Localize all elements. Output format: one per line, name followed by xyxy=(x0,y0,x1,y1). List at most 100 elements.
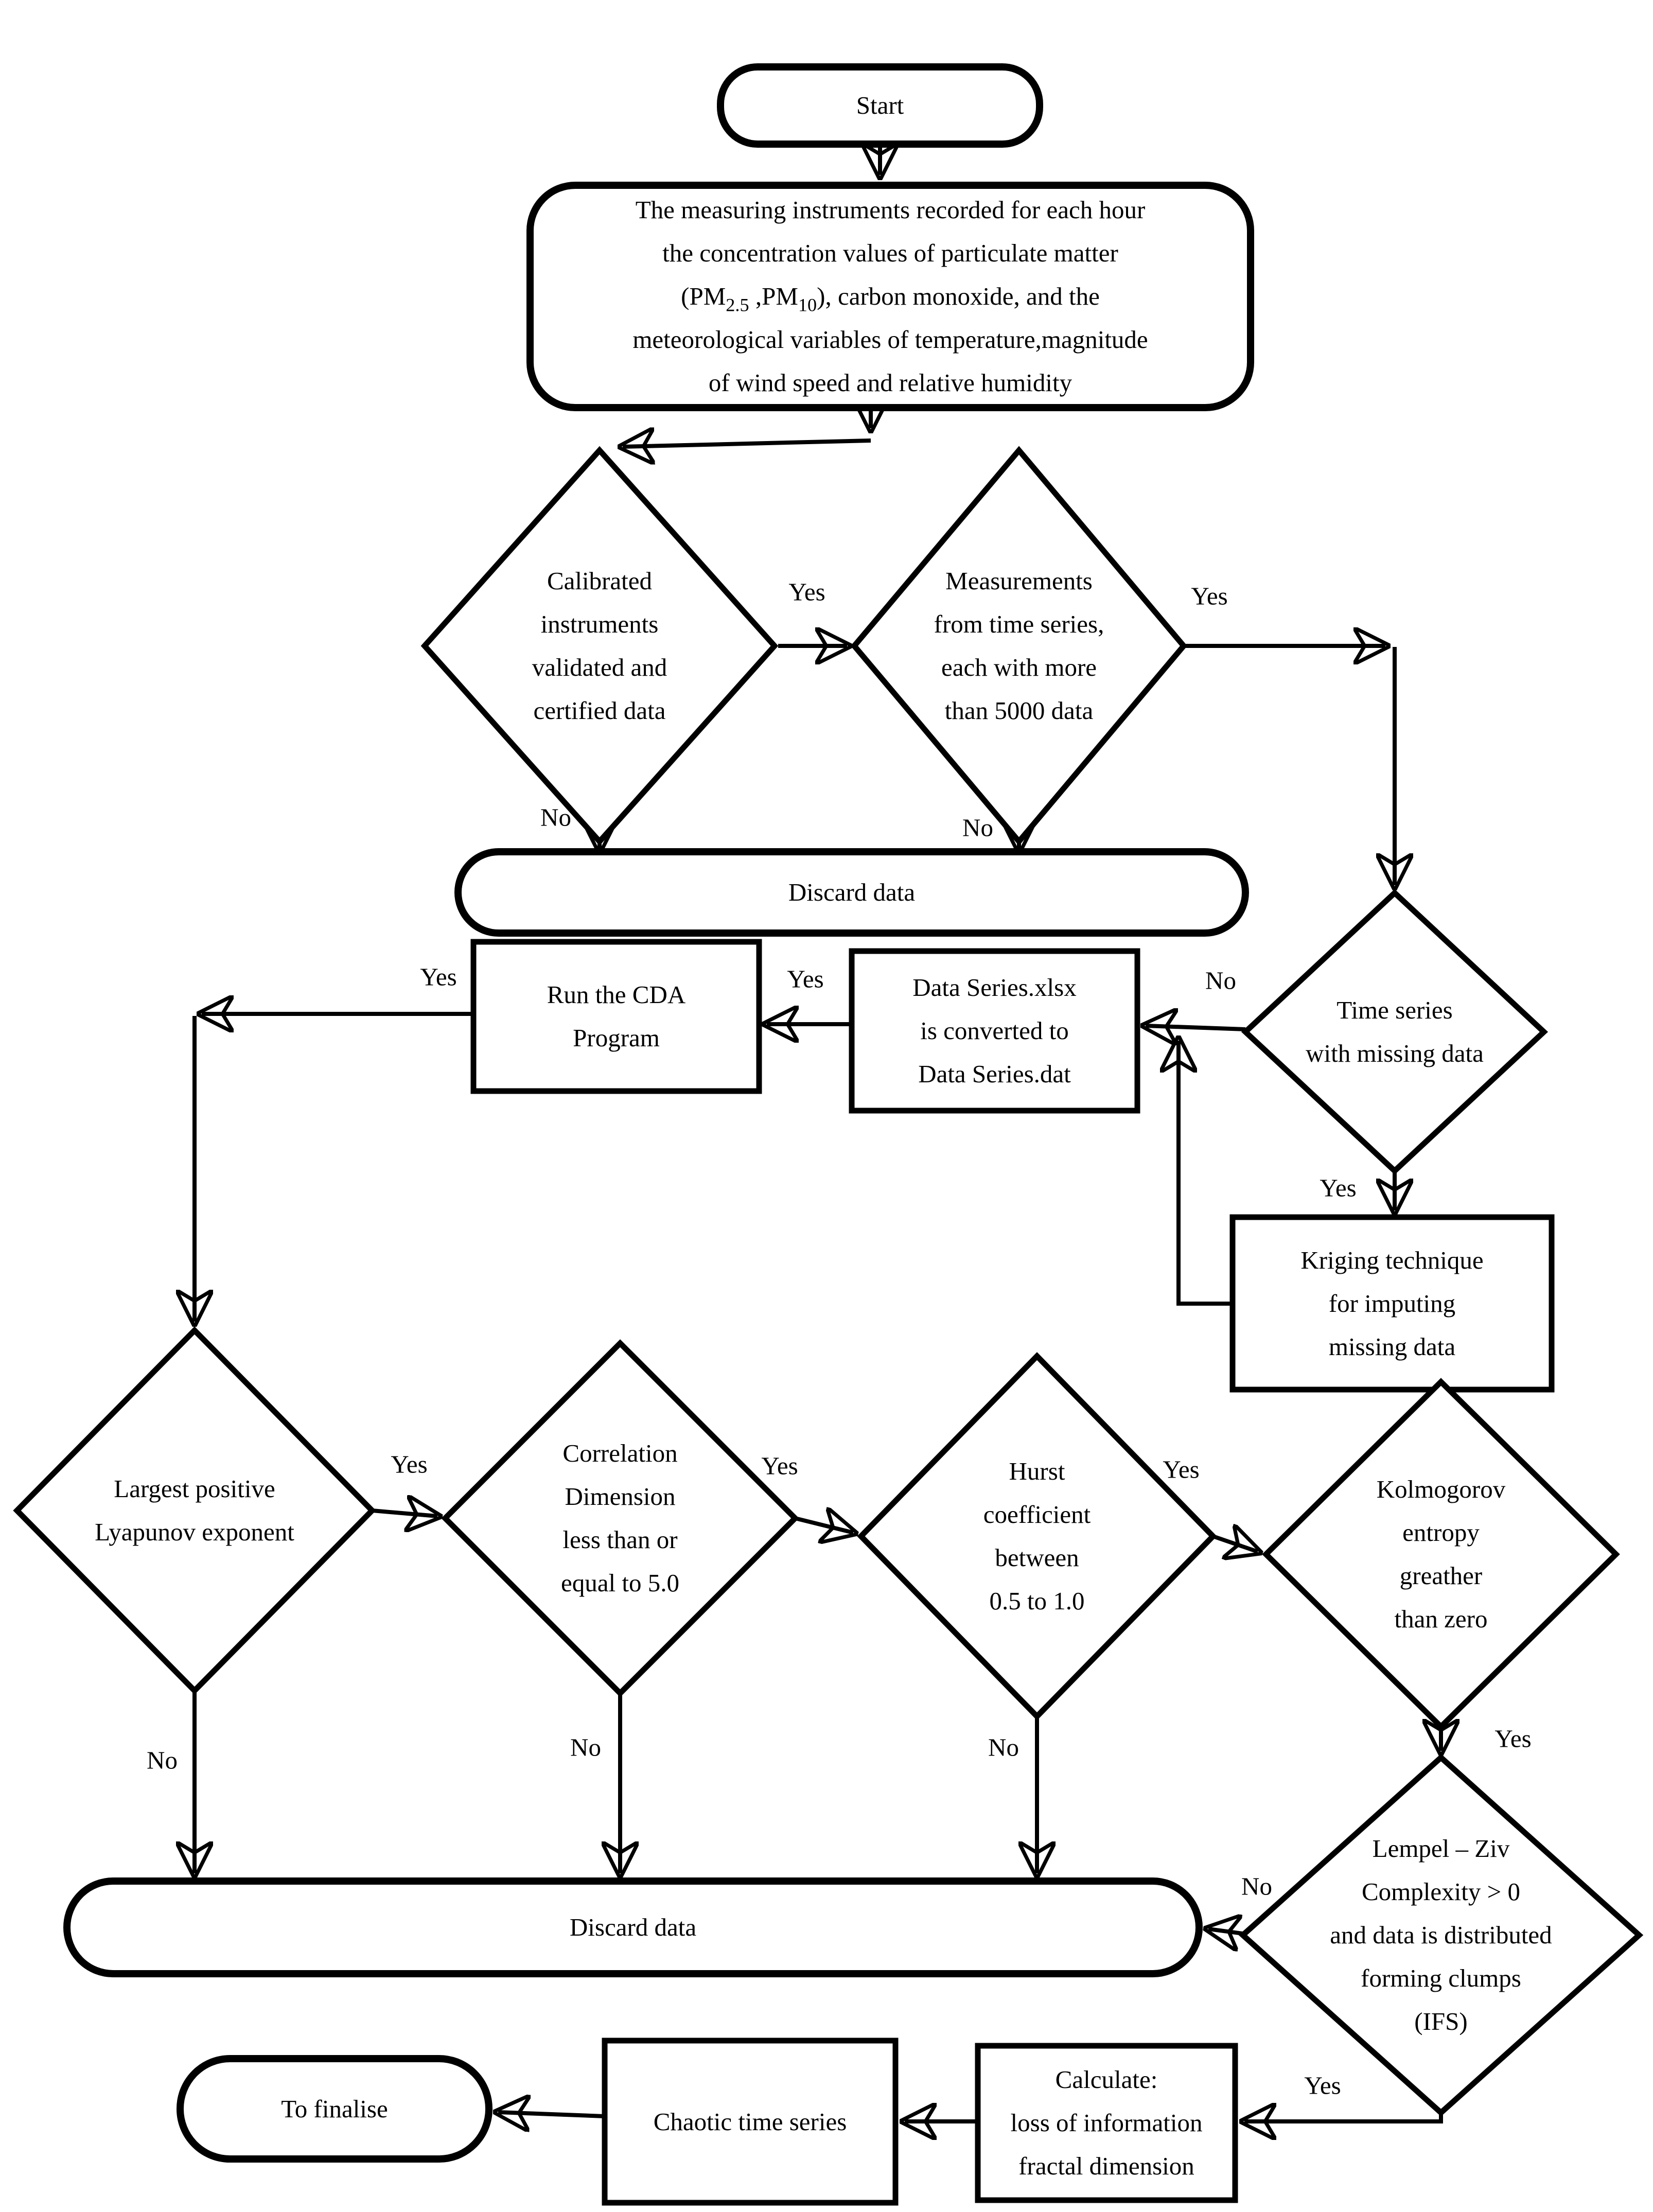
measurements-yes-label: Yes xyxy=(1191,582,1228,610)
correlation-decision-shape xyxy=(441,1339,799,1697)
correlation-yes-label: Yes xyxy=(761,1451,798,1480)
correlation-decision-label: Correlation Dimension less than or equal… xyxy=(476,1415,764,1621)
instruments-line-2: the concentration values of particulate … xyxy=(662,239,1118,267)
lempel-decision-label: Lempel – Ziv Complexity > 0 and data is … xyxy=(1261,1817,1621,2053)
measurements-line-3: each with more xyxy=(941,653,1097,681)
measurements-line-2: from time series, xyxy=(934,610,1104,638)
calculate-line-3: fractal dimension xyxy=(1018,2152,1194,2180)
correlation-line-2: Dimension xyxy=(565,1482,676,1511)
start-node-shape xyxy=(717,63,1043,148)
cda-line-1: Run the CDA xyxy=(547,980,686,1009)
dataseries-label: Data Series.xlsx is converted to Data Se… xyxy=(852,951,1137,1111)
cda-yes-label: Yes xyxy=(420,962,457,991)
lyapunov-decision-label: Largest positive Lyapunov exponent xyxy=(25,1433,364,1588)
calibrated-no-label: No xyxy=(540,803,571,832)
calculate-line-1: Calculate: xyxy=(1055,2065,1158,2094)
pm25-subscript: 2.5 xyxy=(726,294,749,315)
instruments-line-5: of wind speed and relative humidity xyxy=(708,368,1072,397)
pm-seg-1: (PM xyxy=(681,282,726,310)
hurst-line-3: between xyxy=(995,1543,1079,1572)
discard-data-1-shape xyxy=(454,848,1249,937)
calculate-label: Calculate: loss of information fractal d… xyxy=(978,2046,1235,2200)
cda-program-label: Run the CDA Program xyxy=(473,942,759,1091)
instruments-line-1: The measuring instruments recorded for e… xyxy=(635,196,1146,224)
kriging-line-2: for imputing xyxy=(1328,1289,1456,1318)
measurements-no-label: No xyxy=(962,813,993,842)
edge-lempel-yes-to-calculate xyxy=(1244,2113,1443,2121)
hurst-line-4: 0.5 to 1.0 xyxy=(989,1587,1085,1615)
chaotic-shape xyxy=(602,2038,899,2206)
correlation-line-1: Correlation xyxy=(562,1439,678,1467)
pm10-subscript: 10 xyxy=(798,294,817,315)
kolmogorov-line-2: entropy xyxy=(1402,1518,1480,1547)
kriging-shape xyxy=(1229,1214,1555,1393)
lyapunov-line-1: Largest positive xyxy=(114,1474,275,1503)
measurements-decision-shape xyxy=(850,446,1188,846)
hurst-line-1: Hurst xyxy=(1009,1457,1065,1485)
lyapunov-no-label: No xyxy=(147,1746,178,1775)
calculate-shape xyxy=(975,2043,1238,2203)
cda-program-shape xyxy=(470,939,762,1094)
kolmogorov-decision-shape xyxy=(1262,1378,1620,1731)
edge-correlation-yes-to-hurst xyxy=(795,1518,853,1533)
finalise-shape xyxy=(177,2055,493,2163)
kolmogorov-line-3: greather xyxy=(1399,1561,1483,1590)
calibrated-decision-shape xyxy=(420,446,779,846)
missing-yes-label: Yes xyxy=(1320,1173,1357,1202)
edge-lyapunov-yes-to-correlation xyxy=(372,1511,437,1516)
discard-data-2-shape xyxy=(63,1877,1203,1977)
kolmogorov-decision-label: Kolmogorov entropy greather than zero xyxy=(1307,1451,1575,1657)
instruments-node-label: The measuring instruments recorded for e… xyxy=(530,188,1251,405)
lyapunov-line-2: Lyapunov exponent xyxy=(95,1518,294,1546)
edge-kriging-return-to-dataseries xyxy=(1179,1041,1233,1306)
edge-missing-no-to-dataseries xyxy=(1146,1026,1246,1029)
dataseries-line-2: is converted to xyxy=(920,1016,1069,1045)
lempel-line-5: (IFS) xyxy=(1414,2007,1468,2035)
edge-instruments-to-calibrated xyxy=(623,441,871,447)
conversion-yes-label: Yes xyxy=(787,964,824,993)
calculate-line-2: loss of information xyxy=(1010,2109,1203,2137)
pm-seg-3: ), carbon monoxide, and the xyxy=(817,282,1100,310)
chaotic-text: Chaotic time series xyxy=(653,2107,847,2136)
instruments-line-3: (PM2.5 ,PM10), carbon monoxide, and the xyxy=(681,275,1100,318)
hurst-decision-label: Hurst coefficient between 0.5 to 1.0 xyxy=(908,1428,1166,1644)
finalise-label: To finalise xyxy=(180,2059,489,2159)
instruments-line-4: meteorological variables of temperature,… xyxy=(632,325,1148,354)
edge-hurst-yes-to-kolmogorov xyxy=(1212,1536,1258,1552)
finalise-text: To finalise xyxy=(281,2094,388,2123)
lempel-line-2: Complexity > 0 xyxy=(1361,1877,1521,1906)
missing-line-1: Time series xyxy=(1337,996,1453,1024)
correlation-no-label: No xyxy=(570,1733,601,1762)
discard-data-2-label: Discard data xyxy=(67,1881,1199,1974)
instruments-node-shape xyxy=(526,182,1254,411)
discard-2-text: Discard data xyxy=(569,1913,697,1941)
calibrated-line-3: validated and xyxy=(532,653,667,681)
lempel-line-4: forming clumps xyxy=(1361,1964,1521,1992)
kriging-line-1: Kriging technique xyxy=(1300,1245,1484,1274)
lempel-decision-shape xyxy=(1238,1753,1644,2117)
edge-lempel-no-to-discard2 xyxy=(1208,1929,1243,1934)
start-node-label: Start xyxy=(720,67,1040,144)
calibrated-yes-label: Yes xyxy=(788,577,825,606)
calibrated-line-1: Calibrated xyxy=(547,567,653,595)
chaotic-label: Chaotic time series xyxy=(605,2041,895,2203)
measurements-line-4: than 5000 data xyxy=(944,696,1094,725)
dataseries-line-1: Data Series.xlsx xyxy=(912,973,1077,1002)
missing-no-label: No xyxy=(1205,966,1236,995)
lyapunov-decision-shape xyxy=(13,1326,376,1695)
correlation-line-4: equal to 5.0 xyxy=(561,1569,679,1597)
measurements-decision-label: Measurements from time series, each with… xyxy=(839,538,1199,754)
hurst-yes-label: Yes xyxy=(1163,1455,1200,1484)
measurements-line-1: Measurements xyxy=(945,567,1093,595)
lempel-line-1: Lempel – Ziv xyxy=(1372,1834,1510,1863)
lyapunov-yes-label: Yes xyxy=(391,1450,428,1479)
dataseries-shape xyxy=(849,948,1140,1114)
cda-line-2: Program xyxy=(573,1024,660,1052)
missing-data-decision-label: Time series with missing data xyxy=(1240,970,1549,1094)
hurst-line-2: coefficient xyxy=(983,1500,1091,1529)
kriging-line-3: missing data xyxy=(1328,1332,1456,1361)
discard-data-1-label: Discard data xyxy=(458,852,1245,933)
calibrated-line-4: certified data xyxy=(533,696,666,725)
calibrated-line-2: instruments xyxy=(540,610,659,638)
start-text: Start xyxy=(856,91,904,119)
